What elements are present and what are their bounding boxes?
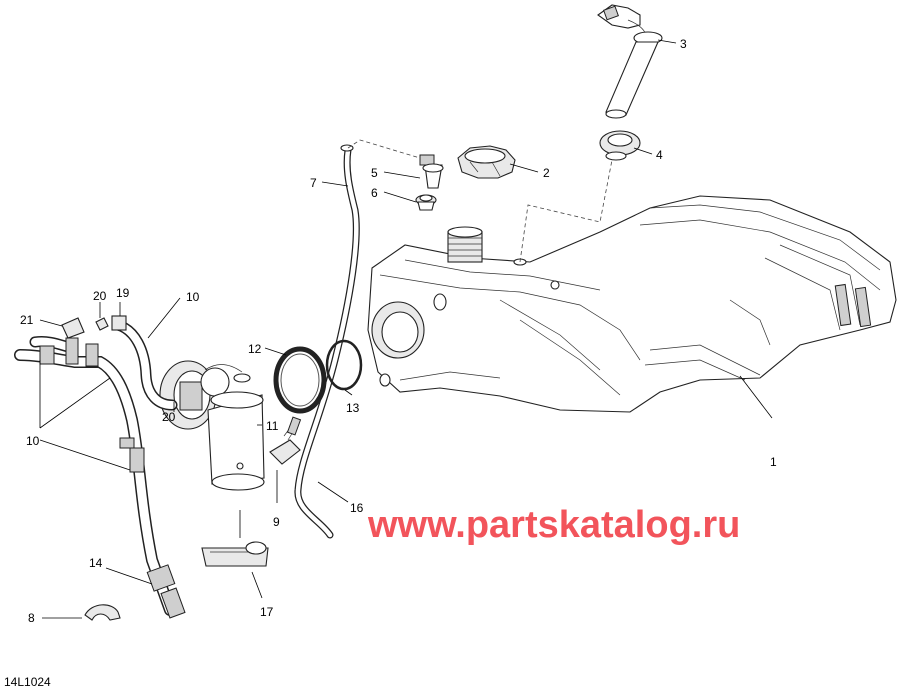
callout-7: 7 — [310, 176, 317, 190]
diagram-reference-code: 14L1024 — [4, 675, 51, 689]
callout-4: 4 — [656, 148, 663, 162]
callout-16: 16 — [350, 501, 364, 515]
callout-19: 19 — [116, 286, 130, 300]
valve-grommet — [415, 194, 437, 211]
callout-labels: 1 2 3 4 5 6 7 8 9 10 10 11 12 13 14 16 1… — [20, 37, 777, 625]
watermark-text: www.partskatalog.ru — [367, 504, 740, 546]
callout-21: 21 — [20, 313, 34, 327]
callout-12: 12 — [248, 342, 262, 356]
fuel-filter — [201, 541, 269, 567]
reference-dashed-line — [519, 159, 613, 263]
callout-5: 5 — [371, 166, 378, 180]
quick-connector — [269, 416, 302, 465]
sender-seal — [599, 130, 641, 161]
callout-9: 9 — [273, 515, 280, 529]
callout-10-lower: 10 — [26, 434, 40, 448]
callout-1: 1 — [770, 455, 777, 469]
hose-clamp — [84, 604, 121, 621]
callout-14: 14 — [89, 556, 103, 570]
callout-8: 8 — [28, 611, 35, 625]
lock-ring — [273, 346, 327, 414]
o-ring — [325, 339, 363, 391]
callout-13: 13 — [346, 401, 360, 415]
fuel-pump-module — [159, 360, 265, 491]
rollover-valve — [419, 154, 444, 189]
fuel-cap — [457, 145, 516, 179]
vent-hose — [294, 144, 360, 539]
leader-lines — [39, 39, 773, 619]
callout-11: 11 — [266, 419, 279, 433]
callout-20-upper: 20 — [93, 289, 107, 303]
fuel-level-sender — [597, 4, 663, 119]
callout-10-upper: 10 — [186, 290, 200, 304]
fuel-hose-assembly — [14, 315, 186, 619]
callout-17: 17 — [260, 605, 274, 619]
callout-3: 3 — [680, 37, 687, 51]
fuel-tank — [367, 195, 897, 413]
callout-6: 6 — [371, 186, 378, 200]
reference-dashed-line — [347, 139, 421, 159]
callout-20-lower: 20 — [162, 410, 176, 424]
callout-2: 2 — [543, 166, 550, 180]
